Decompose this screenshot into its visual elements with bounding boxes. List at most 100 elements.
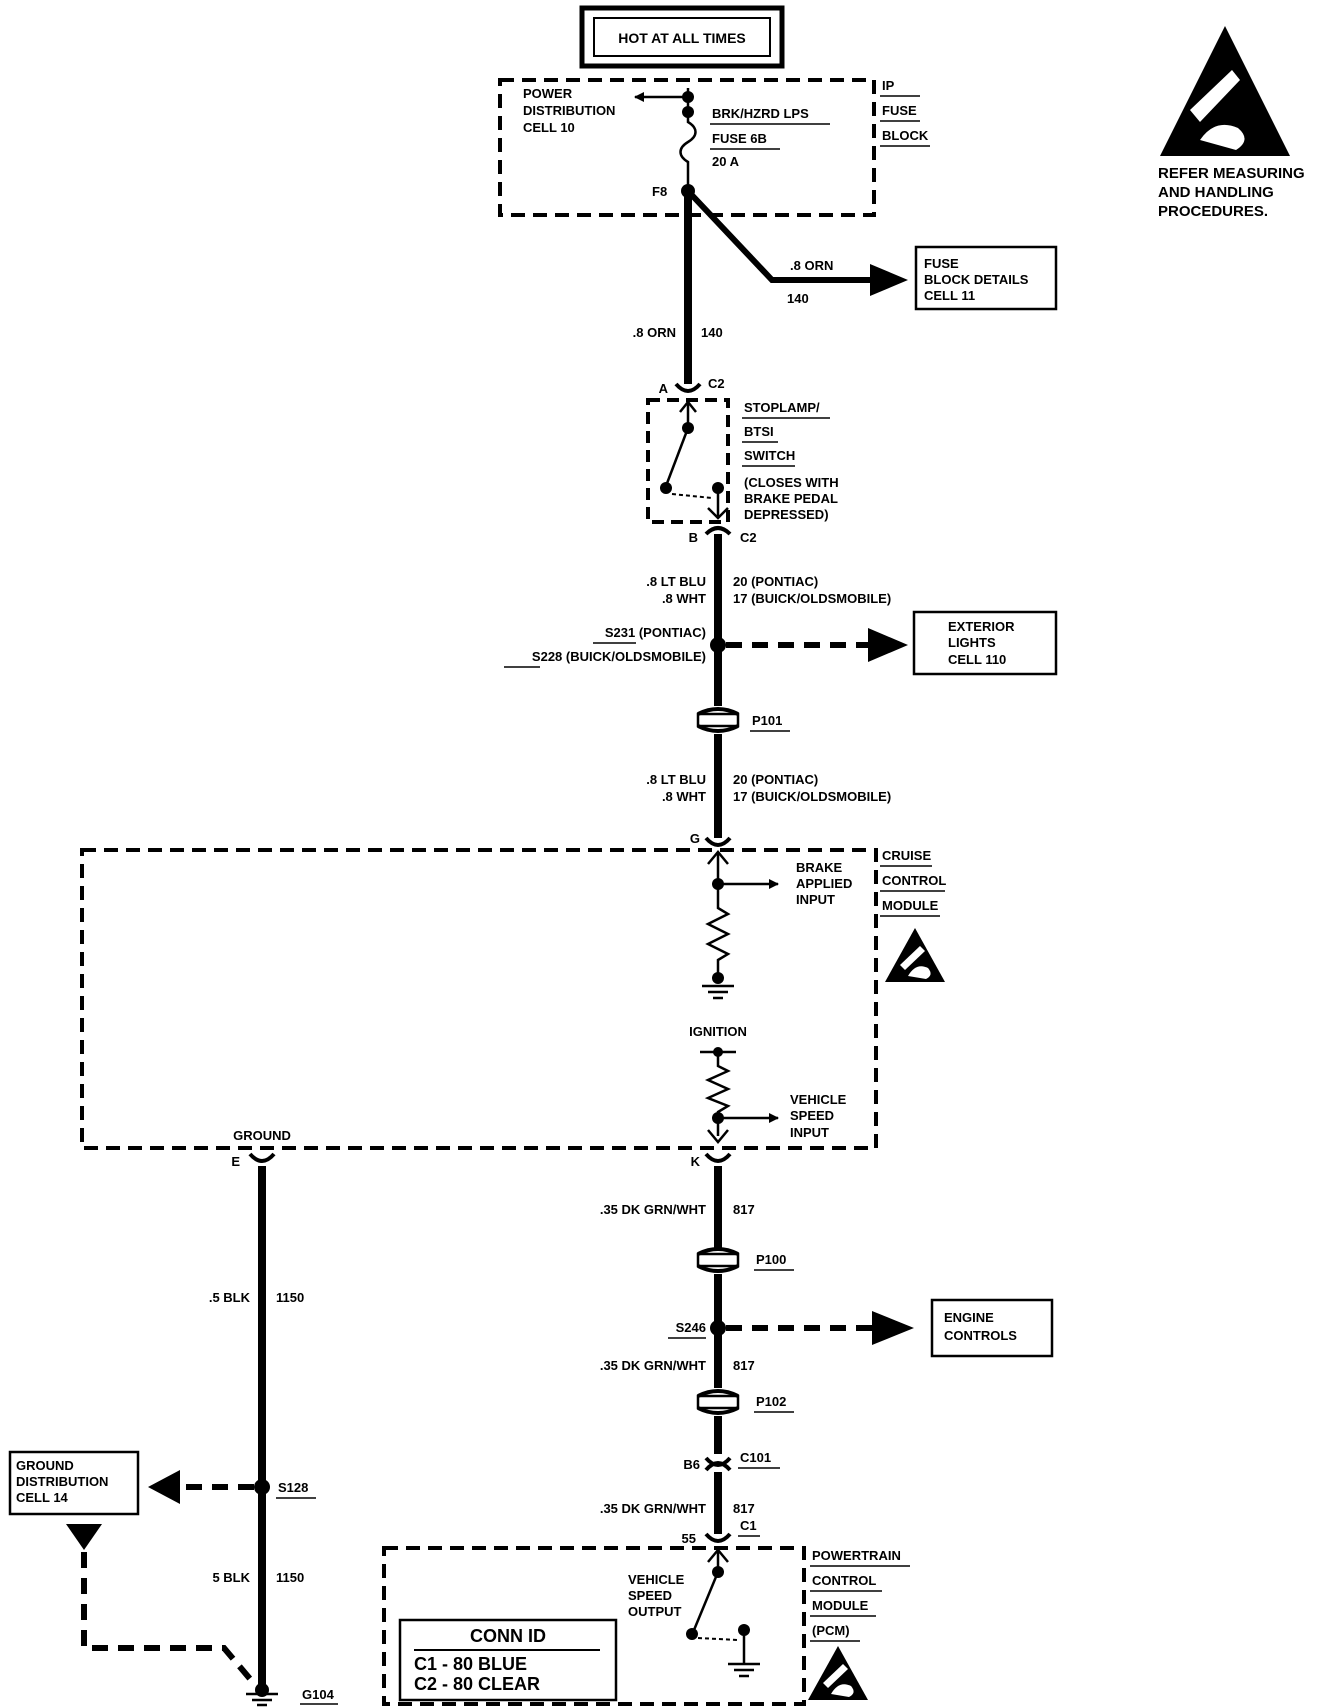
speed-output-1: VEHICLE <box>628 1572 685 1587</box>
wire-20b-size-color-1: .8 LT BLU <box>646 772 706 787</box>
c101-label: C101 <box>740 1450 771 1465</box>
switch-conn-top: C2 <box>708 376 725 391</box>
ground-dist-symbol <box>66 1524 102 1550</box>
wire-1150a-size-color: .5 BLK <box>209 1290 251 1305</box>
cruise-pin-k: K <box>691 1154 701 1169</box>
wire-20b-size-color-2: .8 WHT <box>662 789 706 804</box>
wire-20b-circuit-2: 17 (BUICK/OLDSMOBILE) <box>733 789 891 804</box>
power-label: HOT AT ALL TIMES <box>618 30 746 46</box>
exterior-lights-3: CELL 110 <box>948 652 1006 667</box>
switch-note-2: BRAKE PEDAL <box>744 491 838 506</box>
pcm-conn: C1 <box>740 1518 757 1533</box>
terminal-f8-label: F8 <box>652 184 667 199</box>
engine-controls-2: CONTROLS <box>944 1328 1017 1343</box>
speed-input-1: VEHICLE <box>790 1092 847 1107</box>
ground-g104-label: G104 <box>302 1687 335 1702</box>
pcm-boundary <box>382 1546 806 1706</box>
switch-note-3: DEPRESSED) <box>744 507 829 522</box>
fuse-details-ref-3: CELL 11 <box>924 288 975 303</box>
switch-name-2: BTSI <box>744 424 774 439</box>
conn-id-line-2: C2 - 80 CLEAR <box>414 1674 540 1694</box>
fuse-block-details-ref-box <box>914 245 1058 311</box>
splice-s231 <box>710 637 726 653</box>
cruise-control-module-boundary <box>80 848 878 1150</box>
pcm-name-2: CONTROL <box>812 1573 876 1588</box>
wire-20a-circuit-1: 20 (PONTIAC) <box>733 574 818 589</box>
wire-140-circuit: 140 <box>701 325 723 340</box>
power-dist-ref-1: POWER <box>523 86 573 101</box>
pcm-name-3: MODULE <box>812 1598 869 1613</box>
splice-s246 <box>710 1320 726 1336</box>
exterior-lights-1: EXTERIOR <box>948 619 1015 634</box>
branch-wire-size-color: .8 ORN <box>790 258 833 273</box>
connector-p102 <box>696 1389 740 1415</box>
connector-p100 <box>696 1247 740 1273</box>
ground-dist-1: GROUND <box>16 1458 74 1473</box>
brake-input-resistor <box>705 884 731 978</box>
ground-dist-2: DISTRIBUTION <box>16 1474 108 1489</box>
ignition-label: IGNITION <box>689 1024 747 1039</box>
p100-label: P100 <box>756 1252 786 1267</box>
wire-20a-size-color-1: .8 LT BLU <box>646 574 706 589</box>
splice-s128-label: S128 <box>278 1480 308 1495</box>
pcm-pin: 55 <box>682 1531 696 1546</box>
wire-20a-circuit-2: 17 (BUICK/OLDSMOBILE) <box>733 591 891 606</box>
engine-controls-1: ENGINE <box>944 1310 994 1325</box>
splice-s231-label: S231 (PONTIAC) <box>605 625 706 640</box>
fuse-block-name-2: FUSE <box>882 103 917 118</box>
speed-input-3: INPUT <box>790 1125 829 1140</box>
cruise-name-1: CRUISE <box>882 848 931 863</box>
cruise-esd-icon <box>885 928 945 982</box>
wire-1150b-size-color: 5 BLK <box>212 1570 250 1585</box>
ground-dist-ref-box <box>8 1450 140 1516</box>
switch-note-1: (CLOSES WITH <box>744 475 839 490</box>
esd-note-line-2: AND HANDLING <box>1158 184 1274 201</box>
fuse-rating: 20 A <box>712 154 740 169</box>
fuse-block-name-1: IP <box>882 78 895 93</box>
switch-conn-bottom: C2 <box>740 530 757 545</box>
pcm-esd-icon <box>808 1646 868 1700</box>
connector-p101 <box>696 707 740 733</box>
p101-label: P101 <box>752 713 782 728</box>
wire-817a-circuit: 817 <box>733 1202 755 1217</box>
exterior-lights-ref-box <box>912 610 1058 676</box>
esd-note-line-3: PROCEDURES. <box>1158 203 1268 220</box>
branch-circuit: 140 <box>787 291 809 306</box>
wire-817b-circuit: 817 <box>733 1358 755 1373</box>
wire-140-size-color: .8 ORN <box>633 325 676 340</box>
conn-id-title: CONN ID <box>470 1626 546 1646</box>
switch-pin-a: A <box>659 381 669 396</box>
wire-817a-size-color: .35 DK GRN/WHT <box>600 1202 706 1217</box>
ground-dist-3: CELL 14 <box>16 1490 69 1505</box>
switch-name-1: STOPLAMP/ <box>744 400 820 415</box>
fuse-name: BRK/HZRD LPS <box>712 106 809 121</box>
fuse-details-ref-2: BLOCK DETAILS <box>924 272 1029 287</box>
pcm-name-4: (PCM) <box>812 1623 850 1638</box>
splice-s128 <box>254 1479 270 1495</box>
speed-input-resistor <box>704 1052 732 1136</box>
wire-20b-circuit-1: 20 (PONTIAC) <box>733 772 818 787</box>
exterior-lights-2: LIGHTS <box>948 635 996 650</box>
pcm-name-1: POWERTRAIN <box>812 1548 901 1563</box>
esd-warning-icon <box>1160 26 1290 156</box>
ground-dist-return <box>81 1552 259 1688</box>
speed-output-3: OUTPUT <box>628 1604 682 1619</box>
wire-817c-size-color: .35 DK GRN/WHT <box>600 1501 706 1516</box>
fuse-id: FUSE 6B <box>712 131 767 146</box>
brake-input-3: INPUT <box>796 892 835 907</box>
cruise-name-3: MODULE <box>882 898 939 913</box>
wire-817c-circuit: 817 <box>733 1501 755 1516</box>
power-dist-ref-3: CELL 10 <box>523 120 575 135</box>
speed-input-2: SPEED <box>790 1108 834 1123</box>
power-dist-ref-2: DISTRIBUTION <box>523 103 615 118</box>
brake-input-1: BRAKE <box>796 860 843 875</box>
wire-1150a-circuit: 1150 <box>276 1290 304 1305</box>
wire-20a-size-color-2: .8 WHT <box>662 591 706 606</box>
esd-note-line-1: REFER MEASURING <box>1158 165 1305 182</box>
module-ground-label: GROUND <box>233 1128 291 1143</box>
fuse-details-ref-1: FUSE <box>924 256 959 271</box>
switch-pin-b: B <box>689 530 698 545</box>
stoplamp-switch-contact <box>664 427 690 487</box>
cruise-pin-e: E <box>231 1154 240 1169</box>
